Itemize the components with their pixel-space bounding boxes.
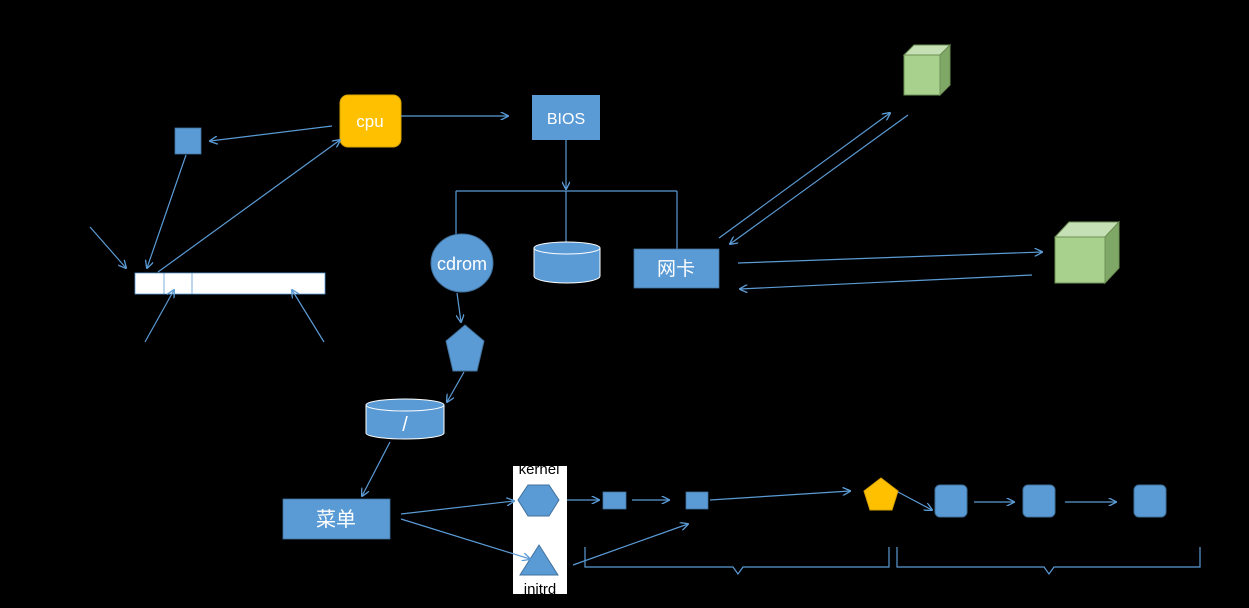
- service-node-3: [1133, 484, 1167, 518]
- arrow-menu-to-kernel: [400, 501, 514, 515]
- arrow-pentagon-to-service1: [897, 491, 932, 510]
- arrows: [89, 113, 1116, 566]
- server-cube-top: [902, 43, 952, 97]
- arrow-nic-to-top-cube: [718, 113, 890, 239]
- initrd-label: initrd: [524, 581, 557, 598]
- arrow-up-bar-2: [292, 290, 325, 343]
- bios-label: BIOS: [547, 111, 585, 128]
- kernel-label: kernel: [519, 461, 560, 478]
- root-fs-node: /: [365, 398, 445, 440]
- arrow-menu-to-initrd: [400, 518, 530, 559]
- cdrom-node: cdrom: [430, 233, 494, 293]
- server-cube-right: [1053, 220, 1121, 285]
- init-pentagon: [863, 477, 899, 511]
- cpu-node: cpu: [339, 94, 402, 148]
- memory-bar: [134, 272, 326, 295]
- stage-square-1: [602, 491, 627, 510]
- bios-node: BIOS: [532, 95, 600, 140]
- arrow-right-cube-to-nic: [740, 274, 1033, 289]
- memory-cell-node: [174, 127, 202, 155]
- arrow-memcell-to-bar: [147, 154, 187, 268]
- menu-node: 菜单: [282, 498, 391, 540]
- bios-device-tree: [455, 190, 678, 249]
- nic-label: 网卡: [657, 258, 695, 280]
- stage-square-2: [685, 491, 709, 510]
- arrow-bar-to-cpu: [157, 140, 340, 273]
- arrow-initrd-to-square2: [572, 524, 688, 566]
- arrow-rootfs-to-menu: [362, 441, 391, 496]
- kernel-initrd-box: kernel initrd: [513, 461, 567, 598]
- brace-right: [896, 547, 1201, 576]
- service-node-1: [934, 484, 968, 518]
- brace-left: [584, 547, 890, 576]
- cpu-label: cpu: [356, 112, 383, 131]
- disk-node: [533, 241, 601, 284]
- root-fs-label: /: [402, 414, 408, 436]
- service-node-2: [1022, 484, 1056, 518]
- kernel-hexagon: [517, 484, 560, 517]
- arrow-into-bar-left: [89, 226, 126, 268]
- arrow-top-cube-to-nic: [730, 114, 909, 244]
- arrow-cpu-to-memcell: [210, 125, 333, 141]
- arrow-nic-to-right-cube: [737, 252, 1042, 264]
- bootloader-pentagon: [445, 324, 485, 372]
- cdrom-label: cdrom: [437, 254, 487, 274]
- arrow-cdrom-to-pentagon: [457, 292, 461, 322]
- nic-node: 网卡: [633, 248, 720, 289]
- arrow-up-bar-1: [144, 290, 174, 343]
- menu-label: 菜单: [316, 508, 356, 531]
- arrow-pentagon-to-rootfs: [447, 371, 465, 402]
- arrow-square2-to-pentagon: [709, 491, 850, 501]
